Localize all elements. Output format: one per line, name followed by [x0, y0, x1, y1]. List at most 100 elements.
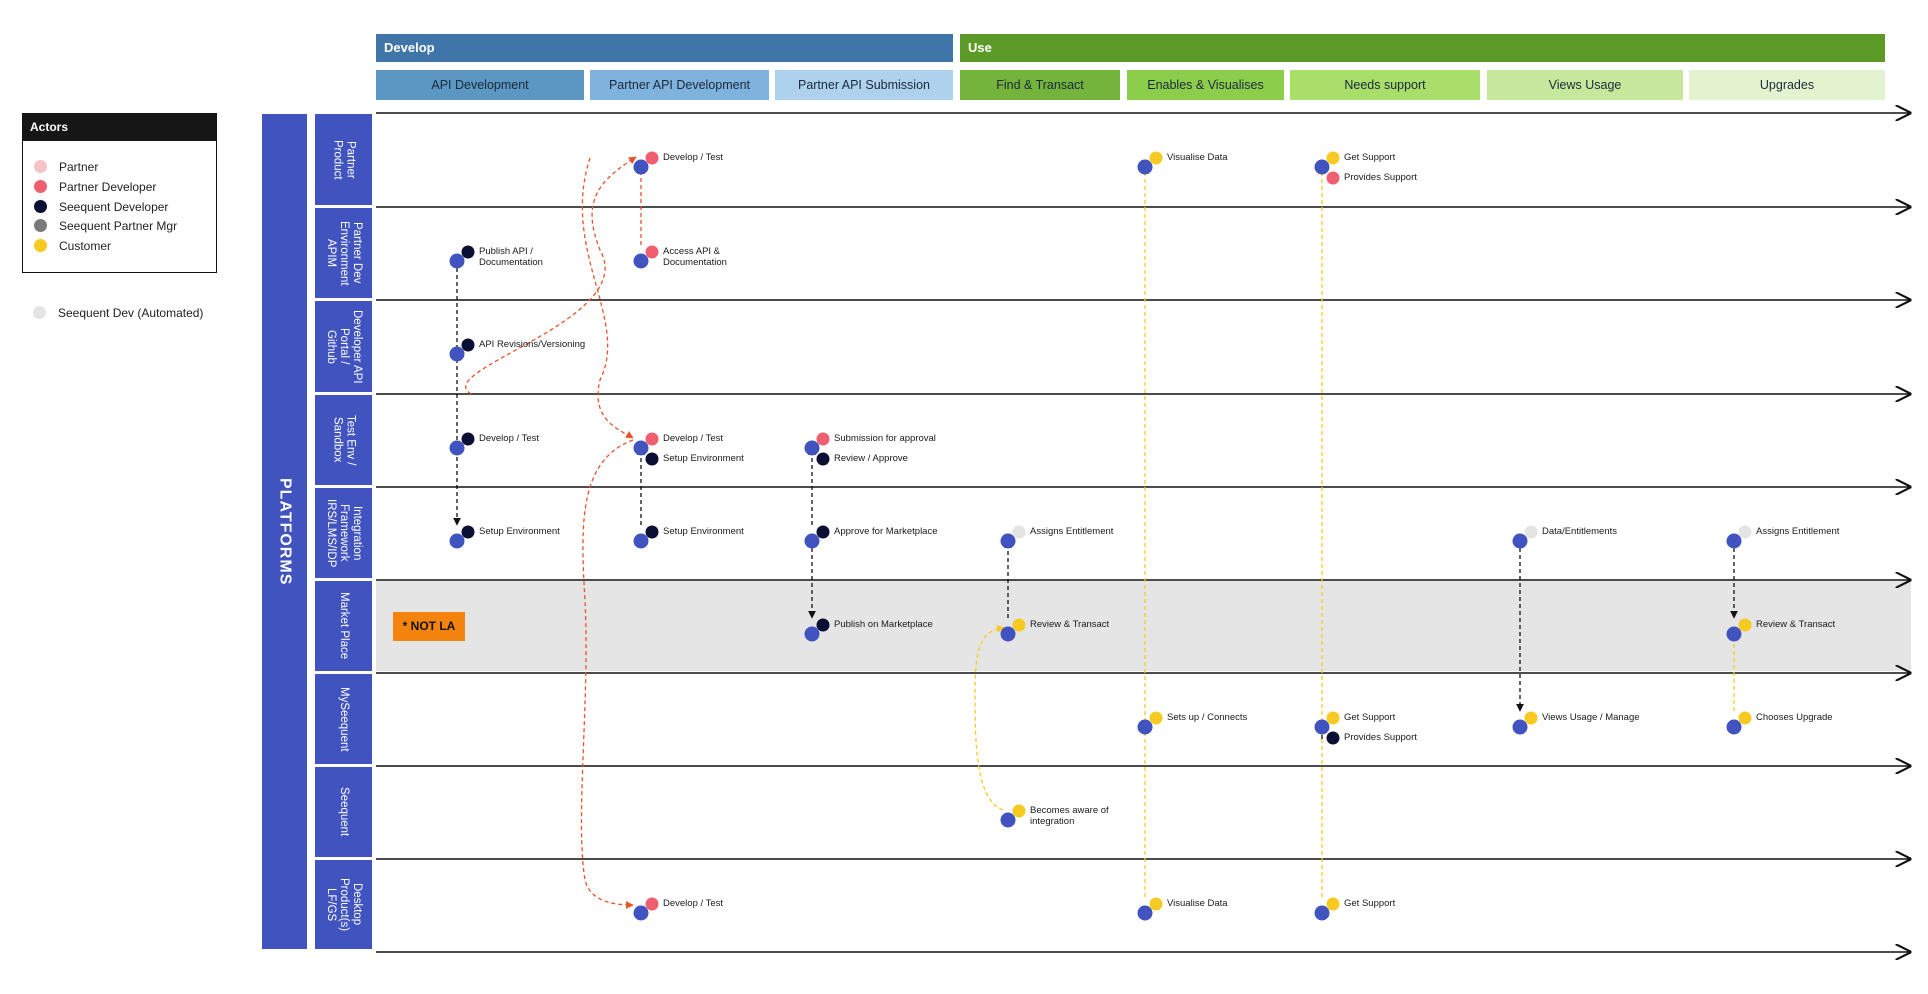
platform-node — [1314, 719, 1330, 735]
platform-node — [1000, 812, 1016, 828]
stage-upgrades: Upgrades — [1689, 70, 1885, 100]
legend-dot-icon — [34, 160, 47, 173]
lane-highlight — [376, 581, 1911, 671]
actor-dot — [1738, 711, 1752, 725]
actor-dot — [1326, 711, 1340, 725]
event-label: Setup Environment — [479, 526, 560, 537]
stage-views-usage: Views Usage — [1487, 70, 1683, 100]
actor-dot — [1738, 618, 1752, 632]
event-label: Visualise Data — [1167, 898, 1228, 909]
legend-label: Seequent Partner Mgr — [59, 219, 178, 233]
not-la-note: * NOT LA — [393, 612, 465, 641]
actor-dot — [816, 618, 830, 632]
event-label: Develop / Test — [663, 152, 724, 163]
actor-dot — [461, 338, 475, 352]
actor-dot — [645, 432, 659, 446]
actor-dot — [1738, 525, 1752, 539]
event-label: Views Usage / Manage — [1542, 712, 1640, 723]
platform-node — [1512, 533, 1528, 549]
actor-dot — [1524, 525, 1538, 539]
actors-legend: Actors Partner Partner Developer Seequen… — [22, 113, 217, 273]
platform-node — [633, 253, 649, 269]
legend-label: Seequent Developer — [59, 200, 169, 214]
legend-label: Partner Developer — [59, 180, 157, 194]
lane-label-partner-product: Partner Product — [315, 114, 372, 205]
actor-dot — [1524, 711, 1538, 725]
event-label: Visualise Data — [1167, 152, 1228, 163]
platforms-bar — [262, 114, 307, 949]
actor-dot — [645, 151, 659, 165]
actor-dot — [645, 245, 659, 259]
legend-dot-icon — [34, 200, 47, 213]
event-label: Becomes aware of integration — [1030, 805, 1109, 827]
event-label: Develop / Test — [663, 433, 724, 444]
platform-node — [1137, 159, 1153, 175]
actor-dot — [816, 432, 830, 446]
platform-node — [1137, 719, 1153, 735]
event-label: Assigns Entitlement — [1756, 526, 1840, 537]
event-label: Get Support — [1344, 152, 1396, 163]
actor-dot — [1012, 618, 1026, 632]
actor-dot — [461, 525, 475, 539]
event-label: Review & Transact — [1030, 619, 1110, 630]
event-label: Data/Entitlements — [1542, 526, 1617, 537]
event-label: Develop / Test — [663, 898, 724, 909]
platform-node — [449, 533, 465, 549]
develop-flow-curve — [580, 439, 634, 909]
event-label: Access API & Documentation — [663, 246, 727, 268]
legend-label: Partner — [59, 160, 99, 174]
actor-dot — [645, 897, 659, 911]
event-label: Provides Support — [1344, 172, 1417, 183]
platform-node — [1726, 719, 1742, 735]
lane-label-integration-framework: Integration Framework IRS/LMS/IDP — [315, 488, 372, 578]
actor-dot — [461, 432, 475, 446]
platform-node — [1512, 719, 1528, 735]
platform-node — [804, 533, 820, 549]
lane-label-market-place: Market Place — [315, 581, 372, 671]
lane-label-myseequent: MySeequent — [315, 674, 372, 764]
actor-dot — [461, 245, 475, 259]
platform-node — [449, 346, 465, 362]
event-label: Publish API / Documentation — [479, 246, 543, 268]
actor-dot — [1149, 897, 1163, 911]
platform-node — [804, 440, 820, 456]
legend-title: Actors — [23, 114, 216, 141]
actor-dot — [1012, 525, 1026, 539]
actor-dot — [816, 452, 830, 466]
event-label: Publish on Marketplace — [834, 619, 933, 630]
event-label: Provides Support — [1344, 732, 1417, 743]
stage-partner-api-submission: Partner API Submission — [775, 70, 953, 100]
lane-label-developer-api-portal: Developer API Portal / Github — [315, 301, 372, 392]
lane-label-desktop-products: Desktop Product(s) LF/GS — [315, 860, 372, 949]
event-label: Review & Transact — [1756, 619, 1836, 630]
stage-enables-visualises: Enables & Visualises — [1127, 70, 1284, 100]
platform-node — [1137, 905, 1153, 921]
legend-label: Customer — [59, 239, 112, 253]
event-label: Assigns Entitlement — [1030, 526, 1114, 537]
event-label: Sets up / Connects — [1167, 712, 1248, 723]
platform-node — [449, 440, 465, 456]
actor-dot — [645, 525, 659, 539]
platforms-title: PLATFORMS — [276, 477, 294, 586]
platform-node — [1726, 626, 1742, 642]
actor-dot — [1326, 897, 1340, 911]
event-label: API Revisions/Versioning — [479, 339, 586, 350]
actor-dot — [1326, 731, 1340, 745]
platform-node — [1000, 626, 1016, 642]
platform-node — [804, 626, 820, 642]
event-label: Get Support — [1344, 898, 1396, 909]
platform-node — [633, 533, 649, 549]
event-label: Setup Environment — [663, 453, 744, 464]
event-label: Approve for Marketplace — [834, 526, 938, 537]
actor-dot — [1012, 804, 1026, 818]
platform-node — [449, 253, 465, 269]
actor-dot — [1149, 151, 1163, 165]
event-label: Develop / Test — [479, 433, 540, 444]
stage-needs-support: Needs support — [1290, 70, 1480, 100]
phase-develop: Develop — [376, 34, 953, 62]
stage-partner-api-development: Partner API Development — [590, 70, 769, 100]
platform-node — [1000, 533, 1016, 549]
platform-node — [633, 440, 649, 456]
event-label: Submission for approval — [834, 433, 936, 444]
